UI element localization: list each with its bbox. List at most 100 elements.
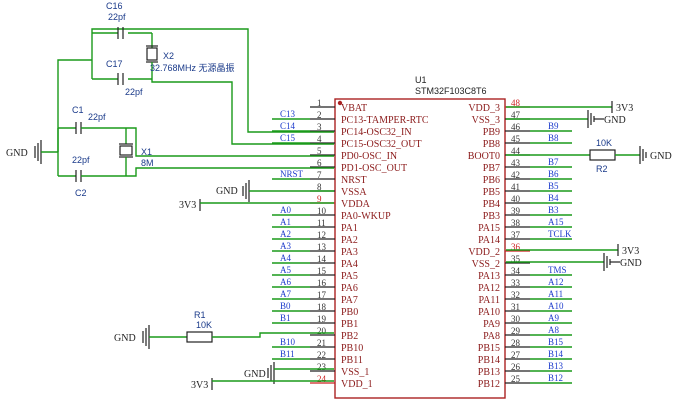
left-net-label: A1 (280, 217, 291, 227)
right-pin-number: 29 (511, 326, 521, 336)
gnd-label-boot0: GND (650, 151, 672, 162)
left-pin-name: PB1 (341, 319, 358, 330)
mcu-ref: U1 (415, 75, 427, 85)
x2-ref: X2 (163, 51, 174, 61)
right-net-label: A10 (548, 301, 564, 311)
r1-ref: R1 (194, 310, 206, 320)
right-net-label: B7 (548, 157, 559, 167)
left-pin-name: PA7 (341, 295, 358, 306)
left-pin-number: 3 (317, 122, 322, 132)
right-pin-number: 48 (511, 98, 521, 108)
right-pin-name: BOOT0 (468, 151, 500, 162)
right-pin-name: PB4 (483, 199, 500, 210)
right-net-label: B12 (548, 373, 563, 383)
right-net-label: B14 (548, 349, 564, 359)
right-pin-name: PB8 (483, 139, 500, 150)
right-pin-name: VSS_2 (472, 259, 500, 270)
gnd-label-osc: GND (6, 148, 28, 159)
osc-in-wire (126, 127, 334, 157)
left-net-label: A4 (280, 253, 291, 263)
right-pin-name: PB12 (478, 379, 500, 390)
right-pin-name: PA13 (478, 271, 500, 282)
left-pin-number: 2 (317, 110, 322, 120)
left-pin-name: PA5 (341, 271, 358, 282)
osc32-gnd-rail (57, 59, 92, 152)
right-pin-name: VSS_3 (472, 115, 500, 126)
left-net-label: A2 (280, 229, 291, 239)
right-pin-name: PB3 (483, 211, 500, 222)
gnd-label-vssa: GND (216, 186, 238, 197)
right-pin-number: 34 (511, 266, 521, 276)
right-pin-name: PA8 (483, 331, 500, 342)
vcc-label-vdd2: 3V3 (622, 246, 639, 257)
left-pin-number: 23 (317, 362, 327, 372)
left-pin-number: 5 (317, 146, 322, 156)
right-pin-number: 25 (511, 374, 521, 384)
right-pin-name: PA9 (483, 319, 500, 330)
right-net-label: TCLK (548, 229, 572, 239)
right-pin-name: PB7 (483, 163, 500, 174)
right-pin-number: 40 (511, 194, 521, 204)
right-net-label: A9 (548, 313, 559, 323)
left-pin-number: 12 (317, 230, 326, 240)
c16-ref: C16 (106, 1, 123, 11)
right-net-label: B15 (548, 337, 564, 347)
right-pin-number: 46 (511, 122, 521, 132)
right-pin-number: 32 (511, 290, 520, 300)
left-pin-number: 21 (317, 338, 326, 348)
left-pin-name: VDD_1 (341, 379, 373, 390)
left-net-label: B1 (280, 313, 291, 323)
left-pin-number: 16 (317, 278, 327, 288)
left-pin-number: 14 (317, 254, 327, 264)
right-pin-number: 42 (511, 170, 520, 180)
right-pin-name: PB14 (478, 355, 500, 366)
right-pin-number: 43 (511, 158, 521, 168)
left-pin-number: 4 (317, 134, 322, 144)
x1-value: 8M (141, 158, 154, 168)
r2-resistor (589, 149, 616, 161)
r1-right-wire (212, 332, 334, 338)
left-pin-number: 17 (317, 290, 327, 300)
left-net-label: C14 (280, 121, 296, 131)
left-pin-name: NRST (341, 175, 367, 186)
left-net-label: C13 (280, 109, 296, 119)
right-pin-name: PA12 (478, 283, 500, 294)
c1-value: 22pf (88, 112, 106, 122)
r2-value: 10K (596, 138, 612, 148)
left-pin-name: VBAT (341, 103, 367, 114)
left-pin-number: 18 (317, 302, 327, 312)
right-pin-number: 30 (511, 314, 521, 324)
right-pin-name: PB9 (483, 127, 500, 138)
vcc-label-vdda: 3V3 (179, 200, 196, 211)
right-pin-number: 45 (511, 134, 521, 144)
right-pin-number: 28 (511, 338, 521, 348)
left-pin-number: 22 (317, 350, 326, 360)
right-pin-name: VDD_3 (468, 103, 500, 114)
c2-value: 22pf (72, 155, 90, 165)
left-pin-number: 20 (317, 326, 327, 336)
right-pin-number: 35 (511, 254, 521, 264)
osc32-in-wire (91, 28, 334, 133)
left-net-label: B11 (280, 349, 295, 359)
x2-crystal (146, 47, 158, 61)
left-net-label: B10 (280, 337, 296, 347)
c1-ref: C1 (72, 105, 84, 115)
r1-value: 10K (196, 320, 212, 330)
right-net-label: TMS (548, 265, 567, 275)
right-pin-group: 48VDD_347VSS_346PB9B945PB8B844BOOT043PB7… (468, 98, 572, 390)
right-pin-number: 41 (511, 182, 520, 192)
r1-resistor (186, 331, 213, 343)
right-pin-number: 36 (511, 242, 521, 252)
left-pin-number: 24 (317, 374, 327, 384)
right-net-label: B6 (548, 169, 559, 179)
left-net-label: A5 (280, 265, 291, 275)
gnd-label-vss3: GND (604, 115, 626, 126)
left-pin-number: 1 (317, 98, 322, 108)
mcu-body (334, 98, 506, 399)
left-pin-name: PB10 (341, 343, 363, 354)
left-pin-number: 15 (317, 266, 327, 276)
left-pin-name: PC14-OSC32_IN (341, 127, 412, 138)
left-pin-name: VDDA (341, 199, 371, 210)
right-net-label: B4 (548, 193, 559, 203)
